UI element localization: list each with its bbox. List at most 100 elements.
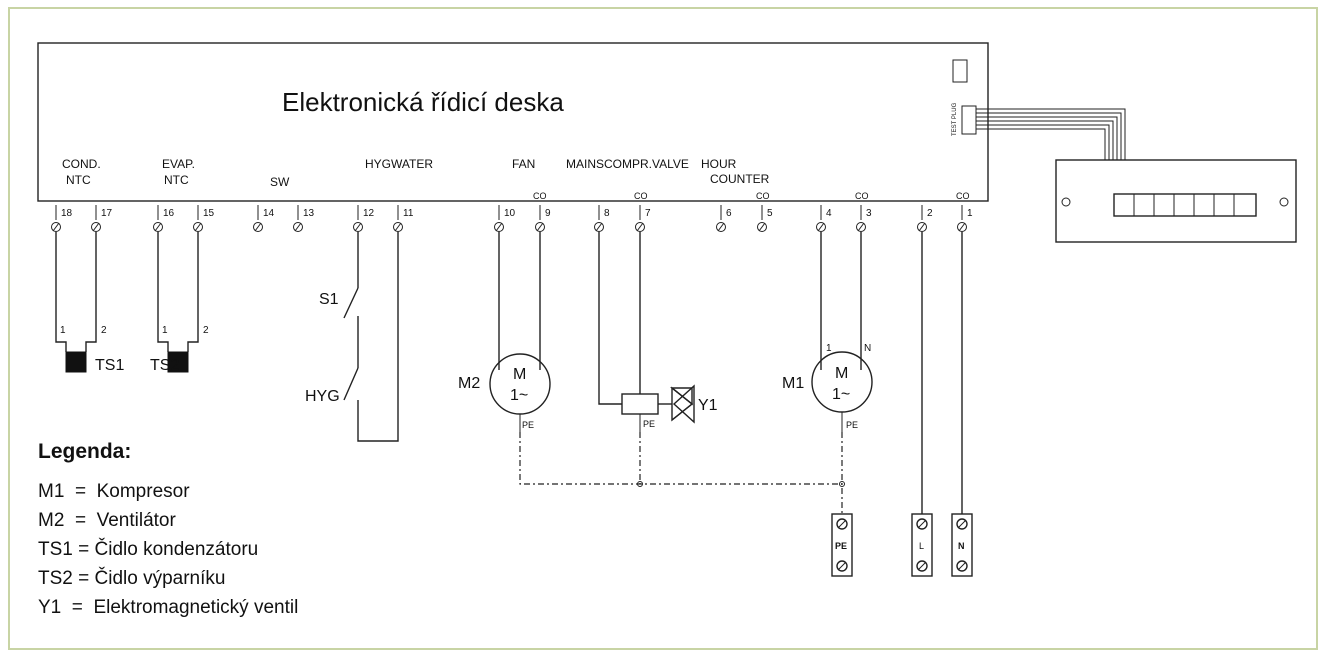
label-hygwater: HYGWATER <box>365 157 433 171</box>
m1-phase: 1~ <box>832 386 850 403</box>
terminal-screw <box>353 222 363 232</box>
terminal-screw-slot <box>717 222 725 232</box>
ts2-pin2: 2 <box>203 325 209 336</box>
compressor-motor-m1 <box>811 232 873 432</box>
terminal-number: 6 <box>726 208 732 219</box>
co-label-5: CO <box>756 191 770 201</box>
legend-item-ts2: TS2 = Čidlo výparníku <box>38 567 225 589</box>
legend-item-ts1: TS1 = Čidlo kondenzátoru <box>38 538 258 560</box>
ts1-pin2: 2 <box>101 325 107 336</box>
terminal-screw-slot <box>595 222 603 232</box>
terminal-screw <box>917 222 927 232</box>
terminal-screw <box>91 222 101 232</box>
terminal-screw-slot <box>536 222 544 232</box>
terminal-screw <box>253 222 263 232</box>
label-counter: COUNTER <box>710 172 770 186</box>
terminal-screw-slot <box>394 222 402 232</box>
ts2-sensor <box>167 351 189 373</box>
m1-pin-n: N <box>864 343 871 354</box>
label-evap-ntc: NTC <box>164 173 189 187</box>
terminal-number: 3 <box>866 208 872 219</box>
terminal-screw-slot <box>817 222 825 232</box>
hyg-label: HYG <box>305 388 340 405</box>
board-indicator <box>952 59 968 83</box>
terminal-screw-slot <box>52 222 60 232</box>
label-cond-ntc: NTC <box>66 173 91 187</box>
ts2-pin1: 1 <box>162 325 168 336</box>
terminal-number: 18 <box>61 208 73 219</box>
terminal-block-n <box>951 513 973 577</box>
terminal-block-l <box>911 513 933 577</box>
terminal-screw <box>153 222 163 232</box>
label-fan: FAN <box>512 157 535 171</box>
m2-phase: 1~ <box>510 387 528 404</box>
terminal-screw <box>816 222 826 232</box>
m1-pin1: 1 <box>826 343 832 354</box>
terminal-n-label: N <box>958 541 965 551</box>
s1-label: S1 <box>319 291 339 308</box>
terminal-screw <box>757 222 767 232</box>
terminal-number: 16 <box>163 208 175 219</box>
m2-m: M <box>513 366 526 383</box>
terminal-screw <box>535 222 545 232</box>
terminal-pe-label: PE <box>835 541 847 551</box>
label-hour: HOUR <box>701 157 737 171</box>
terminal-screw <box>957 222 967 232</box>
terminal-screw <box>494 222 504 232</box>
terminal-l-label: L <box>919 541 924 551</box>
legend-item-m2: M2 = Ventilátor <box>38 510 176 531</box>
label-mains-compr-valve: MAINSCOMPR.VALVE <box>566 157 689 171</box>
label-evap: EVAP. <box>162 157 195 171</box>
terminal-screw <box>856 222 866 232</box>
terminal-number: 17 <box>101 208 113 219</box>
legend-title: Legenda: <box>38 440 131 463</box>
terminal-number: 14 <box>263 208 275 219</box>
ts1-label: TS1 <box>95 357 124 374</box>
m1-pe: PE <box>846 420 858 430</box>
terminal-screw <box>716 222 726 232</box>
terminal-screw <box>193 222 203 232</box>
co-label-9: CO <box>533 191 547 201</box>
ts1-sensor <box>65 351 87 373</box>
m1-m: M <box>835 365 848 382</box>
ts2-wires <box>157 232 199 373</box>
terminal-screw-slot <box>958 222 966 232</box>
co-label-3: CO <box>855 191 869 201</box>
terminal-screw-slot <box>92 222 100 232</box>
terminal-screw-slot <box>495 222 503 232</box>
legend-item-y1: Y1 = Elektromagnetický ventil <box>38 597 298 618</box>
terminal-number: 4 <box>826 208 832 219</box>
test-plug-label: TEST PLUG <box>952 102 958 136</box>
terminal-number: 12 <box>363 208 375 219</box>
terminal-screw <box>393 222 403 232</box>
terminal-number: 1 <box>967 208 973 219</box>
terminal-number: 10 <box>504 208 516 219</box>
terminal-screw <box>51 222 61 232</box>
ts1-wires <box>55 232 97 373</box>
pe-earth-bus <box>519 432 845 514</box>
valve-y1 <box>598 232 695 432</box>
supply-lines <box>921 232 963 514</box>
y1-pe: PE <box>643 419 655 429</box>
legend: Legenda: M1 = Kompresor M2 = Ventilátor … <box>38 440 298 618</box>
terminal-number: 13 <box>303 208 315 219</box>
terminal-screw-slot <box>254 222 262 232</box>
label-sw: SW <box>270 175 290 189</box>
board-title: Elektronická řídicí deska <box>282 87 564 117</box>
ts2-label: TS2 <box>150 357 179 374</box>
co-label-1: CO <box>956 191 970 201</box>
terminal-screw-slot <box>194 222 202 232</box>
terminal-screw-slot <box>918 222 926 232</box>
terminal-number: 15 <box>203 208 215 219</box>
ts1-pin1: 1 <box>60 325 66 336</box>
m2-label: M2 <box>458 375 480 392</box>
hyg-switch-circuit <box>343 232 399 442</box>
y1-label: Y1 <box>698 397 718 414</box>
terminal-number: 5 <box>767 208 773 219</box>
terminal-number: 8 <box>604 208 610 219</box>
terminal-screw <box>635 222 645 232</box>
terminal-number: 9 <box>545 208 551 219</box>
terminal-number: 7 <box>645 208 651 219</box>
